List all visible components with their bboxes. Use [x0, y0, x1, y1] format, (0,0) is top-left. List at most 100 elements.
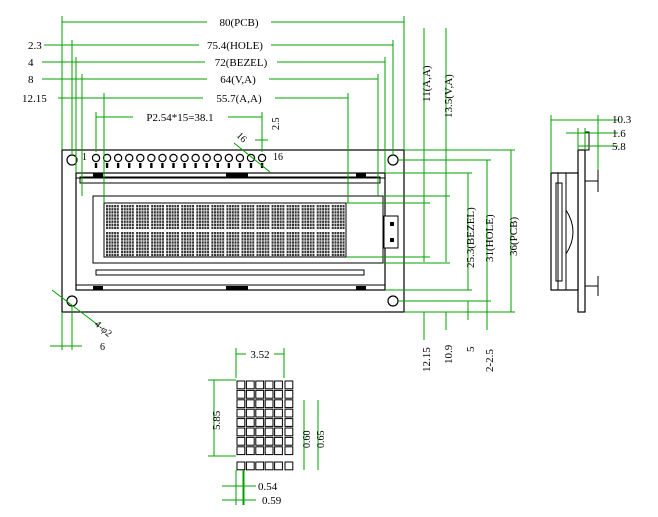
pin — [191, 153, 200, 163]
next-char-dot — [284, 418, 294, 427]
dot — [255, 408, 265, 418]
pin — [169, 153, 178, 163]
character-cell — [211, 232, 225, 257]
dim-bottom-5: 5 — [465, 346, 477, 352]
character-cell — [316, 232, 330, 257]
pin — [224, 153, 234, 163]
dot — [274, 408, 283, 418]
side-panel — [550, 172, 579, 291]
dot — [236, 418, 246, 427]
dim-side-10-3: 10.3 — [612, 114, 632, 126]
character-cell — [286, 205, 300, 230]
character-cell — [166, 205, 179, 230]
dot — [255, 446, 265, 456]
dot — [255, 399, 265, 409]
dot — [255, 389, 265, 399]
dot — [264, 446, 274, 456]
character-cell — [286, 232, 300, 257]
cursor-dot — [264, 461, 274, 471]
dot — [245, 399, 255, 409]
pin-1-label: 1 — [82, 152, 87, 163]
backlight-tab — [383, 215, 399, 249]
character-cell — [256, 232, 270, 257]
pin-16-label: 16 — [273, 152, 283, 163]
pin — [91, 153, 101, 163]
next-char-dot — [284, 408, 294, 418]
dot — [245, 427, 255, 437]
dot — [264, 380, 274, 390]
bezel-bottom-band — [95, 269, 365, 276]
cursor-dot — [245, 461, 255, 471]
character-cell — [106, 205, 119, 230]
pin-header — [91, 153, 267, 168]
next-char-cursor-dot — [284, 461, 294, 471]
dot — [264, 389, 274, 399]
pin — [202, 153, 211, 163]
character-cell — [301, 205, 315, 230]
dot — [245, 418, 255, 427]
dot — [264, 418, 274, 427]
character-cell — [226, 232, 240, 257]
character-cell — [121, 205, 134, 230]
dot — [236, 446, 246, 456]
pin — [125, 153, 134, 163]
dot — [236, 436, 246, 446]
pin — [158, 153, 167, 163]
dim-left-8: 8 — [28, 74, 34, 86]
character-cell — [271, 232, 285, 257]
character-cells — [106, 205, 345, 257]
dot — [245, 436, 255, 446]
dot — [236, 389, 246, 399]
dim-dot-pitch-height: 0.65 — [316, 431, 327, 449]
character-cell — [301, 232, 315, 257]
dot — [245, 380, 255, 390]
pin-16-label-angled: 16 — [234, 130, 249, 145]
dim-dot-width: 0.54 — [258, 481, 278, 493]
character-cell — [181, 205, 195, 230]
dot — [255, 427, 265, 437]
dim-left-2-3: 2.3 — [28, 40, 42, 52]
dot — [274, 380, 283, 390]
dim-dot-height: 0.60 — [302, 431, 313, 449]
pin — [113, 153, 123, 163]
next-char-dot — [284, 446, 294, 456]
character-cell — [256, 205, 270, 230]
dot — [255, 436, 265, 446]
dot — [255, 418, 265, 427]
cursor-dot — [274, 461, 283, 471]
character-cell — [211, 205, 225, 230]
pin — [136, 153, 145, 163]
character-cell — [136, 205, 149, 230]
character-cell — [121, 232, 134, 257]
dim-hole-diameter: 4-φ2 — [92, 319, 114, 340]
dim-hole-offset: 6 — [100, 342, 105, 353]
character-cell — [271, 205, 285, 230]
next-char-dot — [284, 427, 294, 437]
dot — [264, 427, 274, 437]
dim-dot-pitch-width: 0.59 — [262, 495, 282, 507]
dot — [236, 408, 246, 418]
character-cell — [136, 232, 149, 257]
side-view: 10.3 1.6 5.8 — [550, 114, 632, 313]
dim-bezel-height: 25.3(BEZEL) — [465, 207, 477, 268]
character-cell — [196, 232, 210, 257]
dim-bottom-12-15: 12.15 — [421, 347, 433, 372]
character-cell — [106, 232, 119, 257]
cursor-dot — [236, 461, 246, 471]
character-cell — [151, 205, 164, 230]
dot-matrix-detail — [236, 380, 294, 471]
dim-char-height: 5.85 — [211, 410, 223, 430]
cursor-dot — [255, 461, 265, 471]
next-char-dot — [284, 389, 294, 399]
dot — [274, 446, 283, 456]
dim-hole-width: 75.4(HOLE) — [207, 40, 263, 52]
character-cell — [181, 232, 195, 257]
dot — [274, 389, 283, 399]
viewing-area — [92, 195, 384, 264]
dot — [274, 436, 283, 446]
character-cell — [241, 205, 255, 230]
pin — [235, 153, 245, 163]
dot — [245, 446, 255, 456]
dim-pcb-width: 80(PCB) — [219, 17, 258, 29]
